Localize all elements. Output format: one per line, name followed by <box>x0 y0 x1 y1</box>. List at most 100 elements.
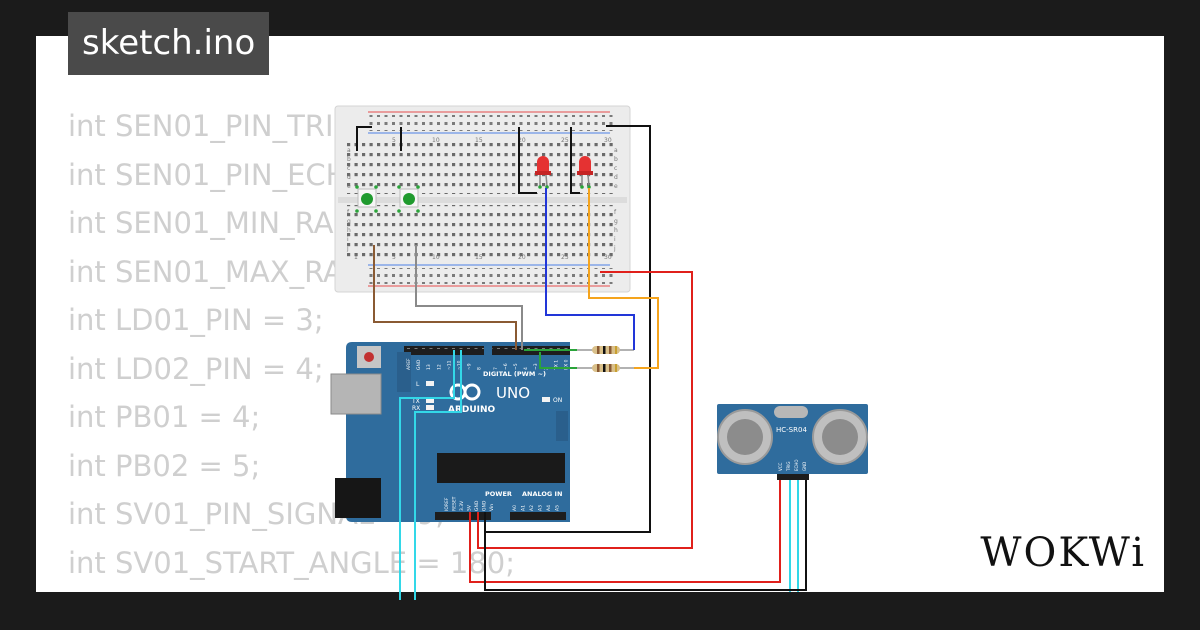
breadboard-row-label: a <box>347 147 351 154</box>
digital-pin-label: 12 <box>436 364 442 370</box>
digital-pin-label: TX 1 <box>553 360 559 371</box>
resistor-1[interactable] <box>577 346 634 354</box>
push-button-2[interactable] <box>397 185 420 213</box>
red-led-2[interactable] <box>577 156 593 189</box>
power-pin-label: IOREF <box>444 497 450 511</box>
power-pin-label: Vin <box>489 504 495 511</box>
breadboard-row-label: b <box>614 156 618 163</box>
breadboard-row-label: d <box>347 174 351 181</box>
sensor-pin-label: VCC <box>778 462 783 471</box>
wire-brown-button1[interactable] <box>373 245 517 350</box>
digital-pin-label: 4 <box>523 367 529 370</box>
digital-pin-label: GND <box>416 359 422 370</box>
push-button-1[interactable] <box>355 185 378 213</box>
wire-gray-button2[interactable] <box>415 245 523 350</box>
wire-green-led2[interactable] <box>539 352 577 369</box>
wire-orange-led2[interactable] <box>588 188 659 369</box>
analog-header-label: ANALOG IN <box>522 490 562 498</box>
breadboard-row-label: c <box>614 165 617 172</box>
wire-blue-led1[interactable] <box>545 188 635 350</box>
digital-pin-label: RX 0 <box>564 359 570 370</box>
power-pin-label: RESET <box>452 496 458 511</box>
power-pin-label: GND <box>474 500 480 511</box>
breadboard-column-label: 30 <box>604 137 612 144</box>
wire-cyan-trig[interactable] <box>399 350 455 600</box>
breadboard-column-label: 30 <box>604 254 612 261</box>
breadboard-row-label: i <box>614 236 616 243</box>
wokwi-logo: WOKWi <box>980 530 1146 576</box>
board-brand: ARDUINO <box>448 405 496 415</box>
power-pin-label: 3.3V <box>459 500 465 511</box>
power-header-label: POWER <box>485 490 512 498</box>
breadboard-column-label: 20 <box>518 254 526 261</box>
analog-pin-label: A2 <box>529 505 535 511</box>
red-led-1[interactable] <box>535 156 551 189</box>
digital-pin-label: ~9 <box>467 363 473 370</box>
sensor-model: HC-SR04 <box>776 426 807 434</box>
digital-pin-label: AREF <box>406 358 412 370</box>
power-pin-label: GND <box>482 500 488 511</box>
resistor-2[interactable] <box>577 364 634 372</box>
analog-pin-label: A1 <box>521 505 527 511</box>
sketch-title[interactable]: sketch.ino <box>68 12 270 75</box>
code-line: int PB02 = 5; <box>68 448 261 483</box>
wires <box>373 125 807 600</box>
breadboard-row-label: c <box>347 165 350 172</box>
breadboard-row-label: b <box>347 156 351 163</box>
digital-pin-label: ~11 <box>446 360 452 370</box>
breadboard-column-label: 5 <box>392 254 396 261</box>
infinity-logo-icon <box>449 383 481 401</box>
breadboard-column-label: 15 <box>475 254 483 261</box>
breadboard-row-label: e <box>347 183 351 190</box>
breadboard-row-label: d <box>614 174 618 181</box>
analog-pin-label: A0 <box>512 505 518 511</box>
board-model: UNO <box>496 384 530 402</box>
digital-pin-label: ~10 <box>457 360 463 370</box>
led-l-label: L <box>416 381 420 388</box>
breadboard-column-label: 1 <box>354 254 358 261</box>
digital-pin-label: ~3 <box>533 363 539 370</box>
wire-red-5v[interactable] <box>477 271 693 549</box>
code-line: int LD01_PIN = 3; <box>68 303 324 337</box>
sensor-pin-label: GND <box>802 462 807 471</box>
analog-pin-label: A3 <box>538 505 544 511</box>
breadboard-row-label: j <box>346 245 349 252</box>
code-line: int PB01 = 4; <box>68 400 261 434</box>
analog-pin-label: A5 <box>555 505 561 511</box>
breadboard-column-label: 15 <box>475 137 483 144</box>
digital-pin-label: 13 <box>426 364 432 370</box>
jumper-wire[interactable] <box>570 127 580 194</box>
digital-header-label: DIGITAL (PWM ~) <box>483 370 546 378</box>
jumper-wire[interactable] <box>356 126 372 151</box>
arduino-uno-board[interactable]: UNO ARDUINO DIGITAL (PWM ~) POWER ANALOG… <box>330 342 570 522</box>
breadboard-row-label: h <box>614 227 618 234</box>
led-rx-label: RX <box>412 405 420 412</box>
breadboard-row-label: j <box>613 245 616 252</box>
code-line: int SV01_START_ANGLE = 180; <box>68 545 515 580</box>
breadboard-row-label: a <box>614 147 618 154</box>
led-on-label: ON <box>553 397 562 404</box>
digital-pin-label: ~5 <box>513 363 519 370</box>
wire-cyan-echo[interactable] <box>414 350 462 600</box>
jumper-wire[interactable] <box>518 127 537 194</box>
code-line: int LD02_PIN = 4; <box>68 351 324 386</box>
breadboard-row-label: g <box>347 218 351 225</box>
sensor-pin-label: TRIG <box>786 461 791 472</box>
breadboard-column-label: 20 <box>518 137 526 144</box>
led-tx-label: TX <box>411 398 420 405</box>
breadboard-row-label: h <box>347 227 351 234</box>
breadboard-row-label: i <box>347 236 349 243</box>
breadboard-column-label: 25 <box>561 254 569 261</box>
power-pin-label: 5V <box>467 504 473 511</box>
breadboard-row-label: e <box>614 183 618 190</box>
breadboard-row-label: g <box>614 218 618 225</box>
breadboard-column-label: 10 <box>432 254 440 261</box>
breadboard-row-label: f <box>347 209 350 216</box>
wire-black-sensor-gnd[interactable] <box>484 480 807 591</box>
wire-red-sensor-vcc[interactable] <box>469 480 781 583</box>
breadboard-column-label: 25 <box>561 137 569 144</box>
digital-pin-label: 8 <box>477 367 483 370</box>
